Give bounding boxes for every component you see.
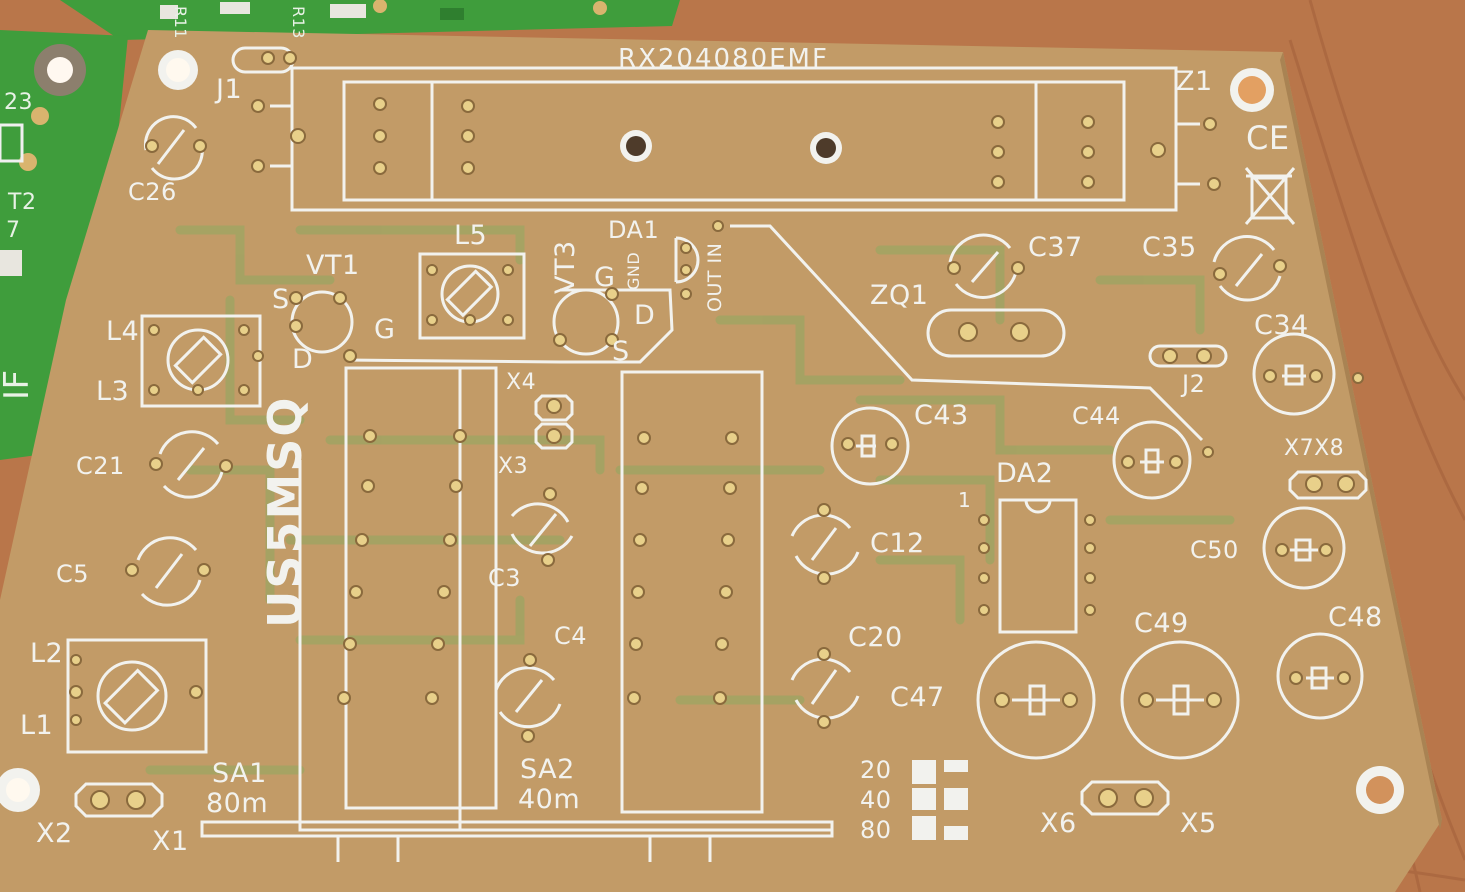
label-da2: DA2 [996,458,1054,489]
band-80: 80 [860,816,892,844]
c43-outline [830,406,910,486]
trimmer-c3 [510,502,574,555]
trimmer-c35 [1212,235,1282,302]
vt3-pin-g: G [594,262,616,293]
vt1-pin-d: D [292,344,314,375]
weee-bin-icon [1244,167,1296,225]
label-c43: C43 [914,400,969,431]
callsign-label: US5MSQ [258,395,312,629]
label-c21: C21 [76,452,125,480]
label-c3: C3 [488,564,522,592]
ce-mark: CE [1246,119,1290,157]
band-20: 20 [860,756,892,784]
c47-outline [976,640,1096,760]
label-x2: X2 [36,818,73,849]
green-board-top [60,0,680,40]
label-da2-pin1: 1 [958,488,972,512]
label-c4: C4 [554,622,588,650]
sa1-outline [344,366,498,810]
label-sa1-band: 80m [206,788,269,819]
pcb-pads [69,51,1364,810]
l5-outline [418,252,526,340]
label-c5: C5 [56,560,90,588]
label-c12: C12 [870,528,925,559]
band-40: 40 [860,786,892,814]
label-x7x8: X7X8 [1284,436,1345,461]
neighbor-label-r11: R11 [171,6,190,39]
label-c35: C35 [1142,232,1197,263]
c44-outline [1112,420,1192,500]
c48-outline [1276,632,1364,720]
band-table [912,760,968,840]
label-x1: X1 [152,826,189,857]
label-vt1: VT1 [306,250,360,281]
vt3-pin-d: D [634,300,656,331]
label-c37: C37 [1028,232,1083,263]
trimmer-c21 [158,430,224,499]
label-da1-pins: GND [624,251,643,290]
neighbor-label-if: IF [0,369,37,400]
label-j2: J2 [1182,370,1206,398]
label-c20: C20 [848,622,903,653]
mounting-holes [0,50,1404,814]
neighbor-label-t2: T2 [8,190,37,215]
label-x5: X5 [1180,808,1217,839]
label-x3: X3 [498,454,529,479]
label-l5: L5 [454,220,488,251]
sa2-outline [620,370,764,814]
neighbor-label-r13: R13 [289,6,308,39]
board-title: RX204080EMF [618,44,829,74]
label-c34: C34 [1254,310,1309,341]
c34-outline [1252,332,1336,416]
label-c49: C49 [1134,608,1189,639]
label-x6: X6 [1040,808,1077,839]
label-sa2-band: 40m [518,784,581,815]
vt1-pin-g: G [374,314,396,345]
c49-outline [1120,640,1240,760]
green-board-left [0,30,128,460]
label-c47: C47 [890,682,945,713]
trimmer-c37 [948,233,1018,299]
label-da1: DA1 [608,216,660,244]
label-l3: L3 [96,376,130,407]
label-zq1: ZQ1 [870,280,929,311]
c50-outline [1262,506,1346,590]
label-l4: L4 [106,316,140,347]
trimmer-c5 [136,536,202,607]
label-c26: C26 [128,178,177,206]
label-c50: C50 [1190,536,1239,564]
vt1-pin-s: S [272,284,290,315]
label-x4: X4 [506,370,537,395]
zq1-outline [926,308,1066,358]
da2-outline [998,498,1078,634]
label-vt3: VT3 [550,240,581,294]
label-z1: Z1 [1176,66,1213,97]
label-l1: L1 [20,710,54,741]
main-pcb [0,30,1442,892]
label-da1-io: OUT IN [704,242,726,312]
silkscreen-art [66,46,1368,862]
l2-l1-outline [66,638,208,754]
trimmer-c4 [494,666,562,729]
label-sa1: SA1 [212,758,267,789]
label-l2: L2 [30,638,64,669]
label-sa2: SA2 [520,754,575,785]
neighbor-label-23: 23 [4,90,33,115]
label-c44: C44 [1072,402,1121,430]
neighbor-label-7: 7 [6,218,21,243]
label-j1: J1 [216,74,243,105]
label-c48: C48 [1328,602,1383,633]
vt3-pin-s: S [612,336,630,367]
